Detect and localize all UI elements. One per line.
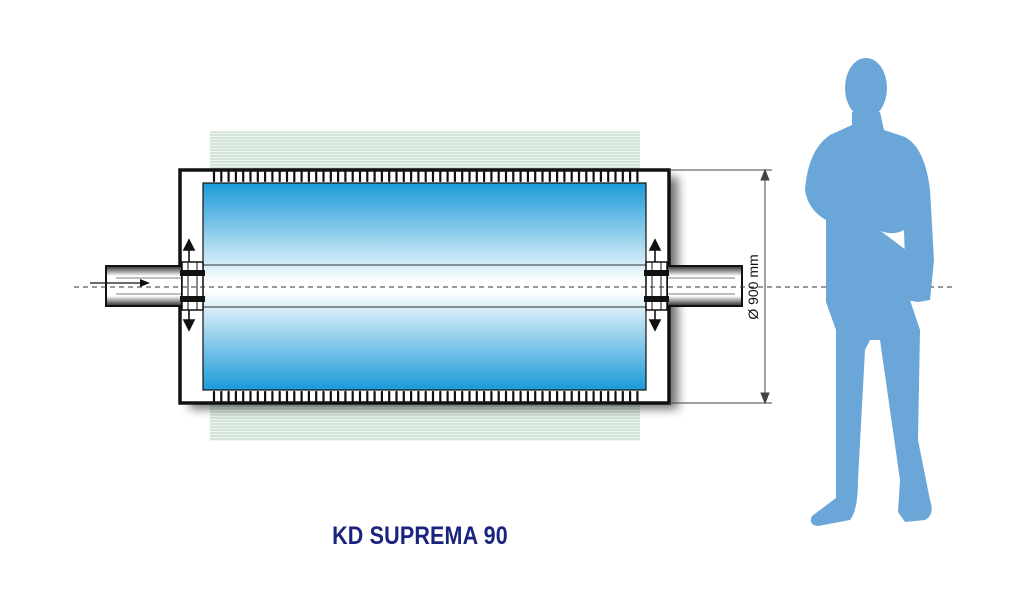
paper-web: [210, 131, 640, 441]
right-shaft: [666, 265, 743, 307]
diameter-label: Ø 900 mm: [745, 254, 761, 319]
person-silhouette: [805, 58, 934, 526]
left-shaft: [105, 265, 183, 307]
roller-body: [178, 168, 671, 405]
product-title: KD SUPREMA 90: [332, 522, 508, 550]
left-bearing: [180, 261, 205, 311]
expansion-arrow-icon: [182, 238, 662, 332]
right-bearing: [644, 261, 669, 311]
roller-slots: [212, 170, 639, 403]
diameter-dimension: [669, 168, 772, 405]
flow-arrow-icon: [90, 279, 150, 287]
